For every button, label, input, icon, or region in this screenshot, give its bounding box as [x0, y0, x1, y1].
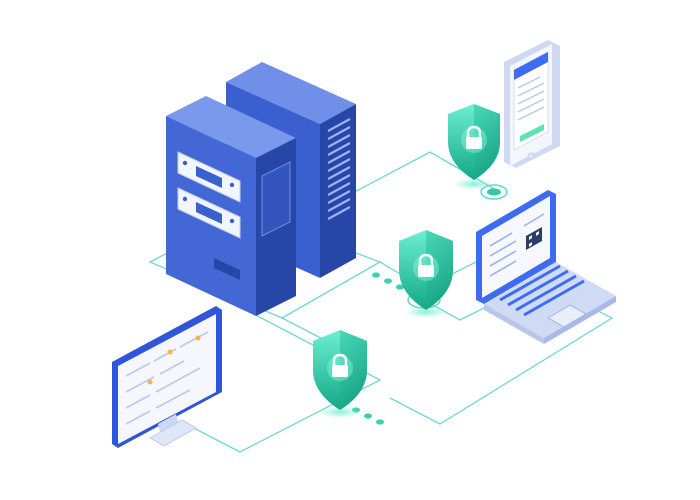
- server-unit-2: [177, 187, 241, 239]
- laptop-keyboard: [499, 264, 585, 317]
- server-vents: [327, 118, 351, 220]
- phone-device: [504, 40, 560, 168]
- lock-shield-icon: [448, 104, 500, 190]
- server-slot: [214, 258, 240, 280]
- monitor-device: [112, 306, 222, 448]
- phone-screen-button: [520, 124, 544, 142]
- qr-code-icon: [526, 227, 542, 250]
- server-unit-1: [177, 151, 241, 203]
- lock-shield-icon: [313, 330, 367, 418]
- laptop-trackpad: [546, 304, 588, 328]
- phone-screen-header: [514, 52, 548, 80]
- server-rack: [166, 62, 356, 316]
- lock-shield-icon: [399, 230, 453, 318]
- laptop-device: [476, 190, 616, 344]
